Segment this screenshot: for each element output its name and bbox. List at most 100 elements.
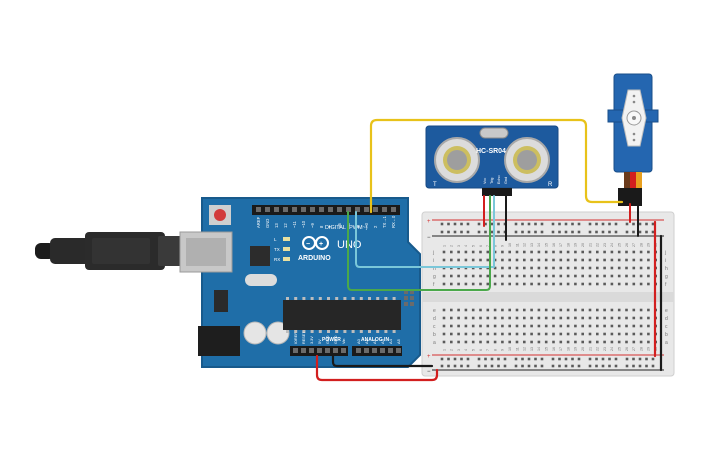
power-pin-label: IOREF	[294, 332, 298, 344]
wire-echo	[347, 195, 491, 291]
digital-pin-label: AREF	[256, 216, 261, 228]
digital-header-label: DIGITAL (PWM~)	[325, 225, 368, 231]
column-number: 14	[537, 243, 541, 247]
header-pin	[292, 207, 297, 212]
header-pin	[283, 207, 288, 212]
column-number: 22	[596, 243, 600, 247]
status-led	[283, 247, 290, 251]
column-number: 24	[610, 347, 614, 351]
column-number: 18	[566, 243, 570, 247]
column-number: 15	[545, 243, 549, 247]
digital-pin-label: GND	[265, 219, 270, 228]
power-pin-label: Vin	[342, 339, 346, 344]
column-number: 23	[603, 347, 607, 351]
row-letter: e	[433, 308, 436, 314]
analog-pin-label: A3	[380, 338, 385, 344]
sensor-pin-label: Vcc	[483, 178, 487, 184]
power-pin-label: GND	[326, 335, 330, 344]
digital-pin-label: 4	[355, 225, 360, 228]
column-number: 28	[639, 243, 643, 247]
column-number: 25	[618, 347, 622, 351]
column-number: 10	[508, 347, 512, 351]
sensor-crystal	[479, 127, 509, 139]
column-number: 1	[442, 245, 446, 247]
sensor-corner-t: T	[433, 182, 437, 188]
column-number: 29	[647, 243, 651, 247]
column-number: 9	[501, 349, 505, 351]
column-number: 8	[493, 349, 497, 351]
digital-pin-label: ~11	[292, 221, 297, 228]
wire-arduino-gnd	[331, 354, 434, 368]
servo-connector	[618, 188, 642, 206]
column-number: 24	[610, 243, 614, 247]
header-pin	[364, 348, 369, 353]
sensor-name: HC-SR04	[476, 148, 506, 155]
column-number: 10	[508, 243, 512, 247]
column-number: 5	[472, 245, 476, 247]
row-letter: f	[665, 282, 667, 288]
header-pin	[391, 207, 396, 212]
row-letter: g	[665, 274, 668, 280]
rail-plus-label: +	[427, 219, 431, 225]
column-number: 1	[442, 349, 446, 351]
column-number: 11	[515, 347, 519, 351]
header-pin	[346, 207, 351, 212]
column-number: 6	[479, 349, 483, 351]
column-number: 21	[588, 243, 592, 247]
header-pin	[333, 348, 338, 353]
power-pin-label: 5V	[318, 339, 322, 344]
header-pin	[388, 348, 393, 353]
column-number: 3	[457, 245, 461, 247]
column-number: 11	[515, 243, 519, 247]
digital-pin-label: TX→1	[382, 215, 387, 228]
analog-pin-label: A4	[388, 338, 393, 344]
digital-pin-label: ~10	[301, 220, 306, 228]
digital-pin-label: 12	[283, 223, 288, 228]
header-pin	[372, 348, 377, 353]
row-letter: c	[665, 324, 668, 330]
header-pin	[310, 207, 315, 212]
header-pin	[317, 348, 322, 353]
column-number: 16	[552, 347, 556, 351]
row-letter: b	[433, 332, 436, 338]
power-jack	[198, 326, 240, 356]
column-number: 29	[647, 347, 651, 351]
column-number: 18	[566, 347, 570, 351]
power-pin-label: 3.3V	[310, 336, 314, 344]
arduino-logo: − +	[302, 236, 329, 250]
column-number: 4	[464, 349, 468, 351]
column-number: 5	[472, 349, 476, 351]
row-letter: j	[432, 250, 434, 256]
header-pin	[364, 207, 369, 212]
row-letter: j	[664, 250, 666, 256]
column-number: 20	[581, 347, 585, 351]
sensor-pin-label: Echo	[497, 175, 501, 184]
row-letter: h	[433, 266, 436, 272]
header-pin	[355, 207, 360, 212]
header-pin	[293, 348, 298, 353]
led-label: L	[274, 237, 277, 242]
usb-cable	[35, 232, 188, 270]
column-number: 20	[581, 243, 585, 247]
digital-pin-label: 7	[328, 225, 333, 228]
breadboard-center-gap	[422, 292, 674, 302]
sensor-pin-label: Gnd	[504, 177, 508, 184]
header-pin	[328, 207, 333, 212]
svg-text:+: +	[319, 241, 323, 248]
board-model: UNO	[337, 239, 362, 251]
status-led	[283, 237, 290, 241]
wire-servo-signal	[369, 118, 624, 214]
column-number: 13	[530, 243, 534, 247]
row-letter: i	[665, 258, 666, 264]
column-number: 14	[537, 347, 541, 351]
column-number: 9	[501, 245, 505, 247]
led-label: RX	[274, 257, 280, 262]
rail-minus-label: −	[427, 235, 431, 241]
column-number: 3	[457, 349, 461, 351]
svg-text:−: −	[306, 241, 310, 248]
row-letter: d	[665, 316, 668, 322]
